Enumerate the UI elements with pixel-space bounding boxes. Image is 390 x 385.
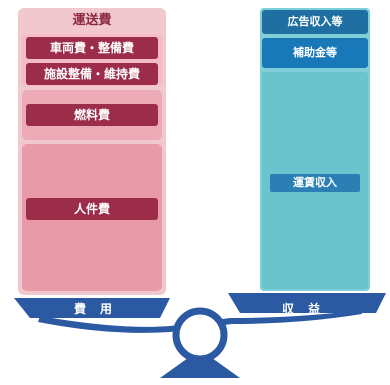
left-pan: [14, 298, 170, 318]
revenue-item-fare: 運賃収入: [270, 174, 360, 192]
cost-item-vehicle: 車両費・整備費: [26, 37, 158, 59]
cost-item-fuel: 燃料費: [26, 104, 158, 126]
right-pan: [228, 293, 386, 313]
revenue-segment-subsidy: [262, 38, 368, 68]
cost-item-personnel: 人件費: [26, 198, 158, 220]
balance-scale-icon: [14, 293, 386, 378]
cost-item-facility: 施設整備・維持費: [26, 63, 158, 85]
revenue-segment-advertising: [262, 10, 368, 34]
cost-title: 運送費: [72, 13, 112, 28]
scale-beam: [38, 310, 362, 333]
pivot-ring: [172, 307, 228, 363]
cost-scale-label: 費用: [73, 302, 126, 316]
scale-stand: [160, 358, 240, 378]
revenue-scale-label: 収益: [281, 302, 334, 316]
revenue-item-advertising: 広告収入等: [287, 15, 343, 28]
revenue-item-subsidy: 補助金等: [293, 46, 337, 59]
